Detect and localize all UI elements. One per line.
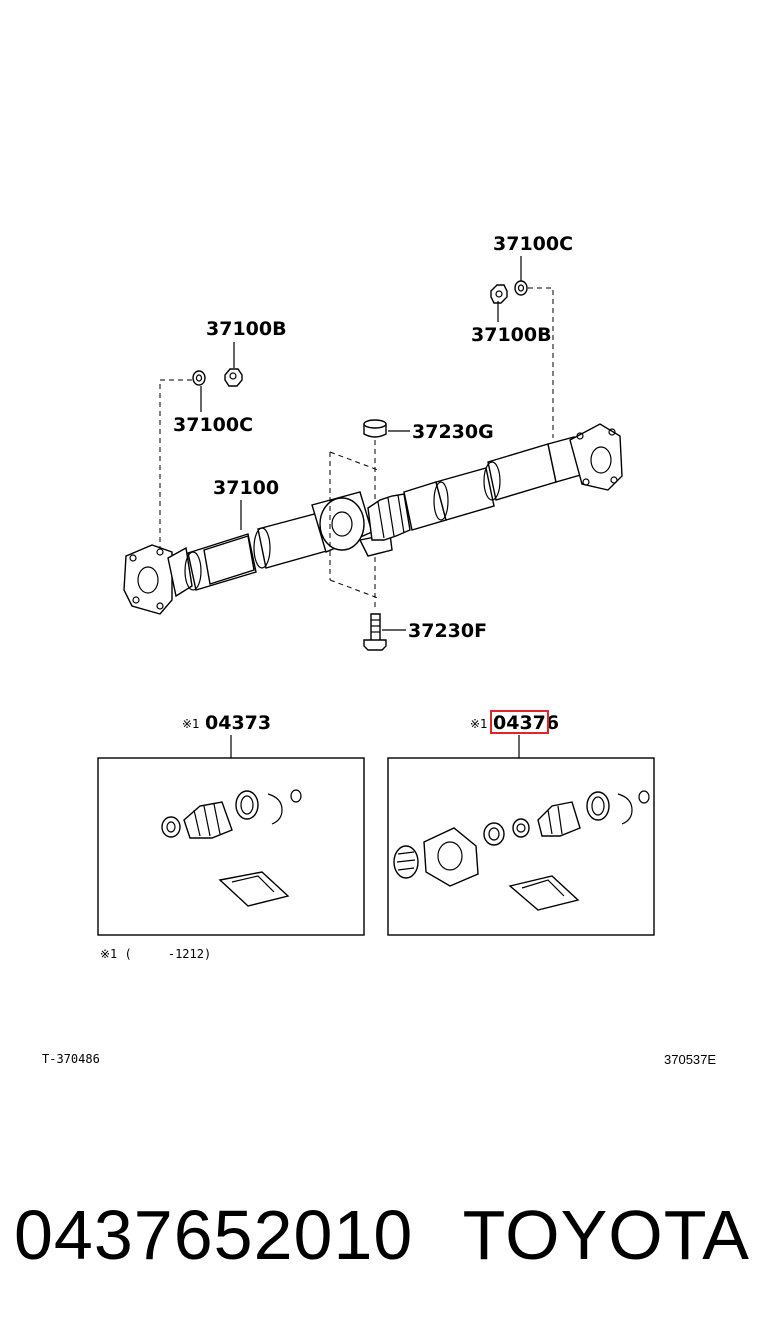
kit-left-box	[97, 757, 365, 936]
snap-ring-icon	[267, 793, 283, 825]
kit-left-number: 04373	[205, 712, 271, 734]
label-37230F: 37230F	[408, 620, 487, 642]
propeller-shaft: 37100	[123, 423, 623, 615]
part-number: 0437652010	[14, 1196, 414, 1274]
kit-right-number: 04376	[493, 712, 559, 734]
ref-left: T-370486	[42, 1052, 100, 1066]
center-bearing-icon	[423, 827, 479, 887]
label-37100C-top: 37100C	[493, 233, 573, 255]
caption: 0437652010 TOYOTA	[14, 1195, 750, 1275]
kit-left-mark: ※1	[182, 717, 200, 731]
boot-icon	[183, 801, 233, 839]
label-37100C-left: 37100C	[173, 414, 253, 436]
brand: TOYOTA	[462, 1196, 750, 1274]
center-support-bolt: 37230F	[363, 613, 487, 651]
grease-packet-icon-right	[508, 875, 580, 911]
kit-04373: ※1 04373	[97, 712, 365, 936]
washer-icon-left	[192, 370, 206, 386]
footnote: ※1 ( -1212)	[100, 947, 211, 961]
bolt-icon	[370, 613, 381, 643]
nut-icon-left	[224, 368, 243, 387]
label-37100B-left: 37100B	[206, 318, 287, 340]
ref-right: 370537E	[664, 1052, 716, 1067]
label-37100: 37100	[213, 477, 279, 499]
right-flange-yoke	[569, 423, 623, 491]
kit-right-mark: ※1	[470, 717, 488, 731]
clamp-band-icon	[235, 790, 259, 820]
washer-icon	[514, 280, 528, 296]
nut-icon	[490, 284, 508, 304]
label-37100B-right: 37100B	[471, 324, 552, 346]
kit-04376: ※1 04376	[387, 710, 655, 936]
highlight-box	[490, 710, 549, 734]
clamp-icon	[161, 816, 181, 838]
label-37230G: 37230G	[412, 421, 494, 443]
upper-right-hardware: 37100C 37100B	[471, 233, 573, 438]
upper-left-hardware: 37100B 37100C	[159, 318, 287, 550]
